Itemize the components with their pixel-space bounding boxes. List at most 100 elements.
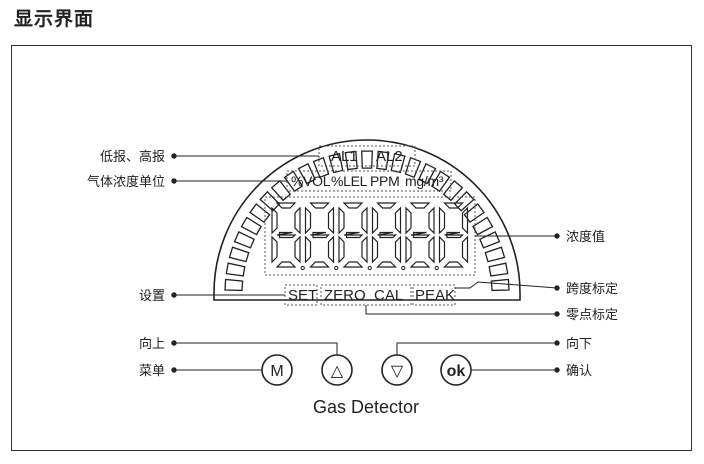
digit-segment	[394, 206, 402, 235]
digit-segment	[361, 206, 368, 235]
callout-concentration: 浓度值	[566, 229, 605, 245]
bar-segment	[472, 216, 494, 236]
digit-segment	[310, 231, 330, 239]
digit-segment	[428, 235, 435, 264]
bar-segment	[240, 216, 262, 236]
callout-set: 设置	[139, 289, 165, 304]
decimal-point	[367, 265, 372, 271]
decimal-point	[401, 265, 406, 271]
bar-segment	[453, 190, 475, 212]
digit-segment	[409, 202, 431, 209]
digit-segment	[294, 206, 301, 235]
unit-mgm3: mg/m³	[405, 173, 444, 189]
unit-lel: %LEL	[331, 173, 368, 189]
bar-segment	[228, 246, 250, 263]
bar-segment	[259, 190, 281, 212]
bar-segment	[404, 156, 422, 179]
digit-segment	[275, 202, 297, 209]
section-title: 显示界面	[14, 8, 95, 30]
display-housing	[213, 139, 521, 301]
digit-segment	[338, 235, 345, 264]
digit-segment	[327, 235, 335, 264]
diagram-frame	[11, 45, 692, 451]
digit-segment	[438, 235, 446, 264]
digit-segment	[409, 261, 431, 268]
status-set: SET	[288, 287, 317, 304]
digit-segment	[309, 202, 330, 209]
menu-button[interactable]: M	[261, 354, 293, 386]
ok-button-label: ok	[447, 363, 466, 380]
decimal-point	[300, 265, 305, 271]
decimal-point	[434, 265, 439, 271]
status-peak: PEAK	[415, 287, 455, 304]
digit-segment	[275, 261, 297, 268]
digit-segment	[443, 261, 464, 268]
bar-segment	[312, 156, 330, 179]
digit-segment	[394, 235, 402, 264]
digit-area	[264, 196, 476, 276]
al2-indicator: AL2	[376, 148, 403, 165]
digit-segment	[271, 206, 278, 235]
up-button[interactable]: △	[321, 354, 353, 386]
ok-button[interactable]: ok	[440, 354, 472, 386]
digit-segment	[343, 231, 364, 239]
status-zero: ZERO	[324, 287, 366, 304]
digit-segment	[428, 206, 435, 235]
brand-label: Gas Detector	[313, 397, 419, 417]
bar-segment	[224, 278, 244, 292]
bar-segment	[484, 246, 506, 263]
al1-indicator: AL1	[331, 148, 358, 165]
digit-segment	[338, 206, 345, 235]
digit-segment	[327, 206, 335, 235]
digit-segment	[444, 231, 464, 239]
digit-segment	[304, 235, 312, 264]
digit-segment	[405, 206, 412, 235]
digit-segment	[461, 235, 469, 264]
bar-segment	[361, 150, 373, 169]
down-button[interactable]: ▽	[381, 354, 413, 386]
digit-segment	[376, 202, 397, 209]
digit-segment	[371, 206, 379, 235]
callout-alarm: 低报、高报	[100, 149, 165, 165]
up-arrow-icon: △	[331, 363, 344, 380]
status-peak-box	[412, 284, 456, 306]
bar-segment	[463, 203, 485, 223]
menu-button-label: M	[270, 363, 283, 380]
digit-segment	[377, 231, 397, 239]
digit-segment	[405, 235, 412, 264]
bar-segment	[297, 162, 316, 185]
bar-segment	[390, 152, 406, 174]
seven-segment-digit	[304, 202, 339, 271]
digit-segment	[294, 235, 301, 264]
digit-segment	[309, 261, 330, 268]
callout-zero-cal: 零点标定	[566, 308, 618, 323]
callout-down: 向下	[566, 336, 592, 352]
bar-segment	[490, 278, 510, 292]
bar-segment	[418, 162, 437, 185]
bar-segment	[233, 231, 255, 249]
status-zero-cal-box	[320, 284, 412, 306]
seven-segment-digit	[371, 202, 406, 271]
bar-segment	[376, 150, 390, 171]
digit-segment	[361, 235, 368, 264]
unit-ppm: PPM	[370, 173, 399, 189]
bar-segment	[225, 262, 246, 277]
digit-segment	[276, 231, 297, 239]
bar-segment	[488, 262, 509, 277]
seven-segment-digit	[438, 202, 469, 268]
digit-segment	[342, 261, 364, 268]
bar-graph-segments	[224, 150, 510, 292]
bar-segment	[283, 170, 304, 193]
callout-gas-unit: 气体浓度单位	[87, 174, 165, 190]
bar-segment	[344, 150, 358, 171]
callout-span-cal: 跨度标定	[566, 281, 618, 297]
digit-segment	[443, 202, 464, 209]
callout-confirm: 确认	[566, 364, 592, 379]
down-arrow-icon: ▽	[391, 363, 404, 380]
digit-segment	[371, 235, 379, 264]
digit-segment	[376, 261, 397, 268]
callout-up: 向上	[139, 336, 165, 352]
bar-segment	[442, 179, 464, 202]
bar-segment	[430, 170, 451, 193]
